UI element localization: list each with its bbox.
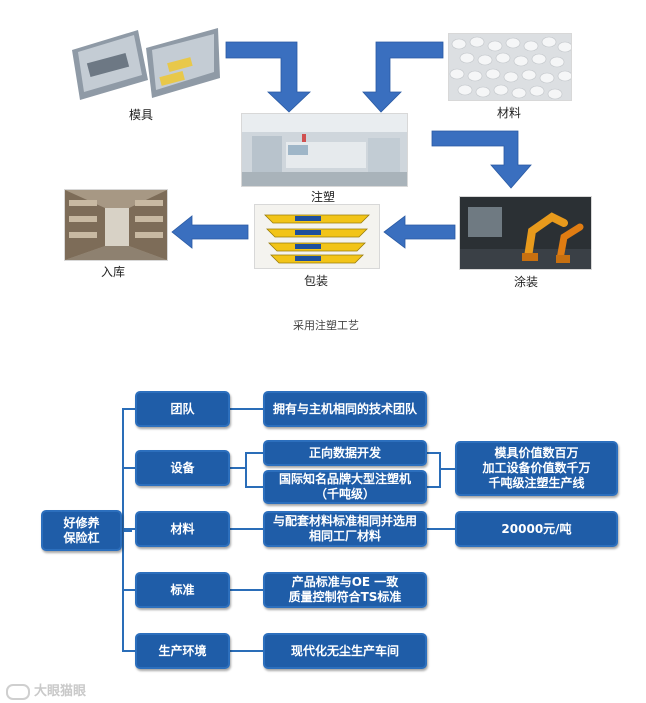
detail-equipment-data: 正向数据开发 [263,440,427,466]
process-caption: 采用注塑工艺 [293,319,359,332]
category-equipment: 设备 [135,450,230,486]
detail-materials: 与配套材料标准相同并选用 相同工厂材料 [263,511,427,547]
packaging-label: 包装 [303,274,328,288]
connector [427,452,439,454]
connector [122,530,132,532]
connector [122,408,135,410]
material-label: 材料 [496,106,521,120]
connector [122,650,135,652]
connector [427,528,455,530]
bumpers-image [255,205,379,268]
detail-environment: 现代化无尘生产车间 [263,633,427,669]
connector [439,468,455,470]
storage-label: 入库 [100,265,125,279]
root-box: 好修养 保险杠 [41,510,122,551]
category-materials: 材料 [135,511,230,547]
connector [122,408,124,652]
factory-image [242,114,407,186]
arrow-mold-to-injection [225,41,311,113]
mold-label: 模具 [128,108,153,122]
connector [122,467,135,469]
pellets-image [449,34,571,100]
watermark-logo-icon [6,683,30,700]
category-standard: 标准 [135,572,230,608]
connector [122,589,135,591]
injection-label: 注塑 [310,190,335,204]
packaging-photo [254,204,380,269]
mold-photo [68,20,223,102]
detail-team: 拥有与主机相同的技术团队 [263,391,427,427]
connector [122,528,135,530]
connector [245,486,263,488]
category-environment: 生产环境 [135,633,230,669]
connector [230,467,245,469]
connector [230,650,263,652]
connector [230,589,263,591]
flow-arrows [171,41,532,249]
connector [245,452,247,487]
injection-photo [241,113,408,187]
arrow-packaging-to-storage [171,215,249,249]
material-photo [448,33,572,101]
storage-photo [64,189,168,261]
result-equipment-value: 模具价值数百万 加工设备价值数千万 千吨级注塑生产线 [455,441,618,496]
robot-image [460,197,591,269]
connector [230,408,263,410]
watermark: 大眼猫眼 [6,680,86,700]
connector [427,486,439,488]
connector [245,452,263,454]
arrow-coating-to-packaging [383,215,456,249]
mold-image [72,28,220,100]
connector [230,528,263,530]
result-material-price: 20000元/吨 [455,511,618,547]
coating-photo [459,196,592,270]
detail-equipment-machine: 国际知名品牌大型注塑机 （千吨级） [263,470,427,504]
detail-standard: 产品标准与OE 一致 质量控制符合TS标准 [263,572,427,608]
coating-label: 涂装 [513,275,538,289]
connector [439,452,441,488]
arrow-injection-to-coating [431,130,532,189]
warehouse-image [65,190,167,260]
category-team: 团队 [135,391,230,427]
arrow-material-to-injection [362,41,444,113]
